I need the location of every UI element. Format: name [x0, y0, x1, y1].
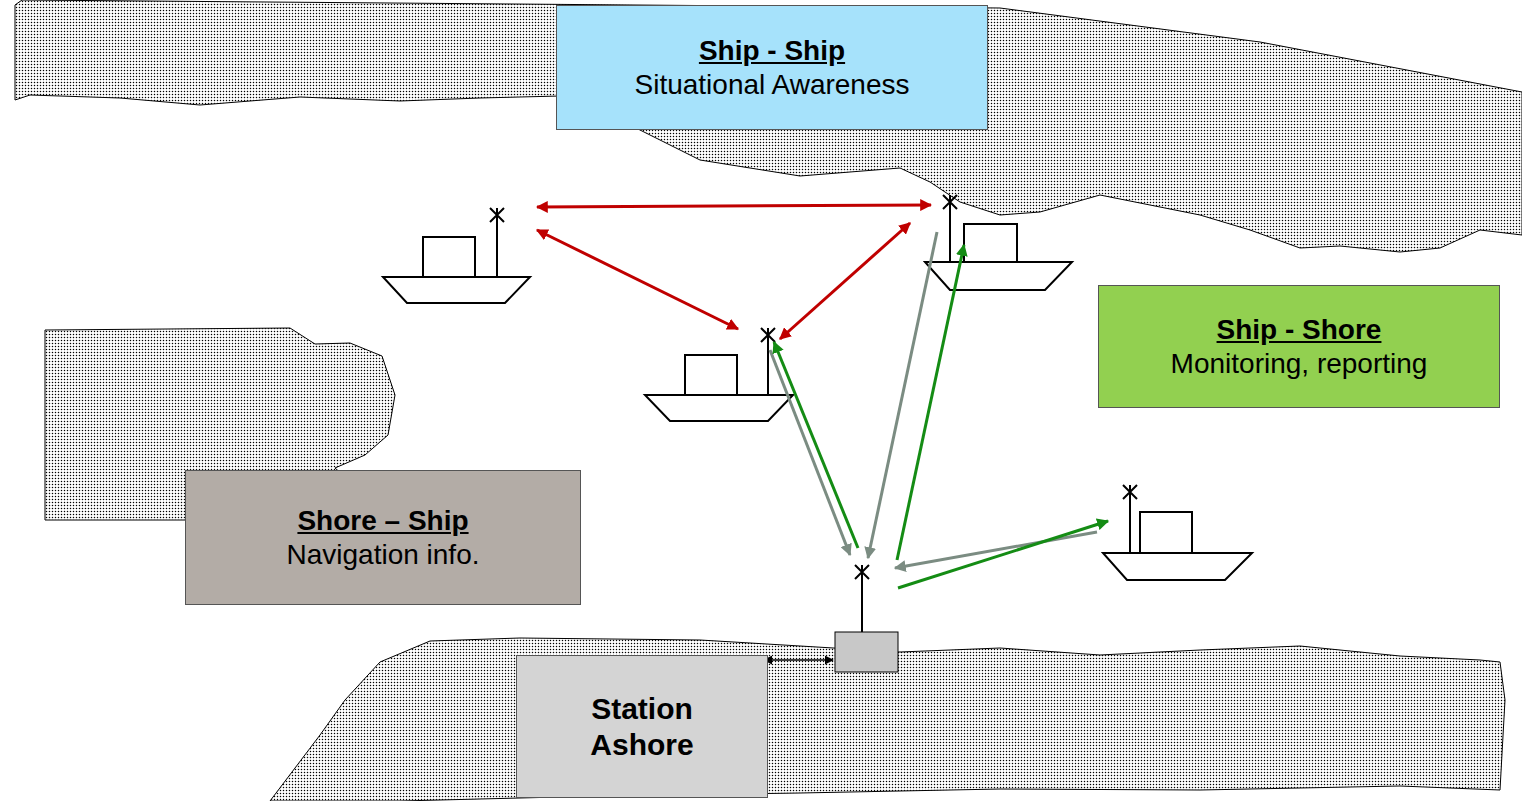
ship-cabin [685, 355, 737, 395]
ship-hull [645, 395, 793, 421]
shore-ship-arrow [897, 245, 964, 560]
ship-ship-links [537, 205, 931, 339]
ship-hull [1103, 553, 1252, 580]
station-hut [835, 632, 898, 672]
ship-shore-arrow [868, 232, 937, 558]
land-north [15, 0, 1522, 252]
box-body: Monitoring, reporting [1171, 347, 1428, 381]
station-link [764, 659, 833, 661]
ship-hull [383, 277, 530, 303]
ship-shore-links [770, 232, 1097, 568]
box-heading: Ship - Shore [1217, 313, 1382, 347]
topic-box: Shore – ShipNavigation info. [185, 470, 581, 605]
box-body: Situational Awareness [635, 68, 910, 102]
station-box: Station Ashore [516, 655, 768, 798]
shore-ship-arrow [898, 521, 1108, 588]
ship-ship-arrow [537, 205, 931, 207]
ship-antenna [1123, 485, 1137, 553]
shore-ship-links [774, 245, 1108, 588]
topic-box: Ship - ShoreMonitoring, reporting [1098, 285, 1500, 408]
box-heading: Ship - Ship [699, 34, 845, 68]
ship-shore-arrow [770, 350, 850, 555]
shore-ship-arrow [774, 342, 858, 548]
ship-antenna [943, 195, 957, 262]
ship-cabin [1140, 512, 1192, 553]
ship-antenna [490, 208, 504, 277]
topic-box: Ship - ShipSituational Awareness [556, 5, 988, 130]
shore-station [835, 565, 898, 672]
box-heading: Shore – Ship [297, 504, 468, 538]
ship-ship-arrow [537, 230, 738, 329]
ship [1103, 485, 1252, 580]
ship-ship-arrow [780, 223, 910, 339]
box-body: Navigation info. [286, 538, 479, 572]
ship-cabin [964, 224, 1017, 262]
ship-shore-arrow [895, 532, 1097, 568]
box-label: Station Ashore [563, 691, 721, 763]
ship [645, 328, 793, 421]
ship [383, 208, 530, 303]
ship-cabin [423, 237, 475, 277]
station-antenna [855, 565, 869, 632]
ship-hull [925, 262, 1072, 290]
ship [925, 195, 1072, 290]
